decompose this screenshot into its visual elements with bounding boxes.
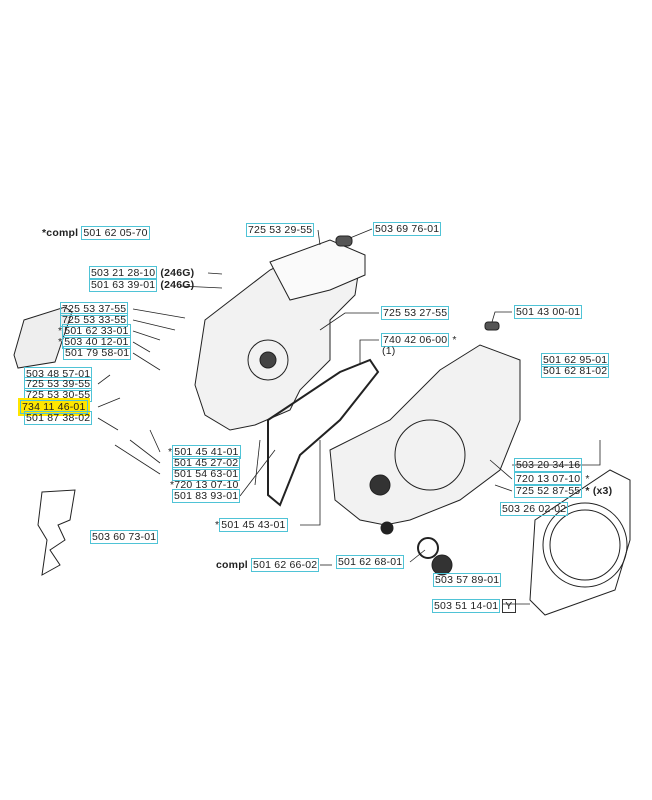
part-number[interactable]: 725 53 39-55 bbox=[24, 377, 93, 391]
part-label[interactable]: compl 501 62 66-02 bbox=[216, 558, 320, 572]
label-suffix: * bbox=[582, 473, 590, 485]
part-number[interactable]: 503 21 28-10 bbox=[89, 266, 158, 280]
part-label[interactable]: 503 48 57-01 bbox=[24, 367, 93, 381]
label-suffix: *720 13 07-10 bbox=[170, 479, 239, 491]
part-number[interactable]: 725 53 30-55 bbox=[24, 388, 93, 402]
part-number[interactable]: 501 62 95-01 bbox=[541, 353, 610, 367]
part-number[interactable]: 501 62 05-70 bbox=[81, 226, 150, 240]
label-prefix: * bbox=[58, 336, 63, 348]
part-number[interactable]: 501 45 43-01 bbox=[219, 518, 288, 532]
part-label[interactable]: *503 40 12-01 bbox=[58, 335, 131, 349]
part-label[interactable]: 720 13 07-10 * bbox=[514, 472, 590, 486]
part-label[interactable]: 501 83 93-01 bbox=[172, 489, 241, 503]
part-label[interactable]: *501 45 41-01 bbox=[168, 445, 241, 459]
part-label[interactable]: 501 62 95-01 bbox=[541, 353, 610, 367]
part-label[interactable]: 503 26 02-02 bbox=[500, 502, 569, 516]
part-number[interactable]: 501 62 33-01 bbox=[62, 324, 131, 338]
part-label[interactable]: 725 53 39-55 bbox=[24, 377, 93, 391]
part-number[interactable]: 725 53 27-55 bbox=[381, 306, 450, 320]
crankcase-right bbox=[329, 321, 521, 535]
part-number[interactable]: 501 63 39-01 bbox=[89, 278, 158, 292]
part-label[interactable]: *720 13 07-10 bbox=[170, 480, 239, 491]
part-number[interactable]: 503 60 73-01 bbox=[90, 530, 159, 544]
part-number[interactable]: 501 79 58-01 bbox=[63, 346, 132, 360]
part-label[interactable]: 501 54 63-01 bbox=[172, 467, 241, 481]
highlighted-part-number[interactable]: 734 11 46-01 bbox=[18, 398, 90, 416]
part-number[interactable]: 503 69 76-01 bbox=[373, 222, 442, 236]
part-label[interactable]: 725 53 27-55 bbox=[381, 306, 450, 320]
part-number[interactable]: 503 40 12-01 bbox=[62, 335, 131, 349]
part-number[interactable]: 725 53 37-55 bbox=[60, 302, 129, 316]
chain-guard-plate bbox=[13, 306, 73, 369]
label-suffix: * bbox=[449, 334, 457, 346]
part-number[interactable]: 501 45 41-01 bbox=[172, 445, 241, 459]
part-label[interactable]: 503 20 34-16 bbox=[514, 458, 583, 472]
label-prefix: * bbox=[58, 325, 63, 337]
part-label[interactable]: 503 60 73-01 bbox=[90, 530, 159, 544]
label-suffix: (246G) bbox=[157, 267, 195, 279]
part-number[interactable]: 725 53 33-55 bbox=[60, 313, 129, 327]
part-label[interactable]: 501 45 27-02 bbox=[172, 456, 241, 470]
label-prefix: compl bbox=[216, 559, 252, 571]
part-label[interactable]: 725 52 87-55 * (x3) bbox=[514, 484, 613, 498]
part-label[interactable]: 501 79 58-01 bbox=[63, 346, 132, 360]
part-label[interactable]: 503 69 76-01 bbox=[373, 222, 442, 236]
part-label[interactable]: 734 11 46-01 bbox=[18, 398, 90, 416]
part-number[interactable]: 503 26 02-02 bbox=[500, 502, 569, 516]
part-number[interactable]: 501 43 00-01 bbox=[514, 305, 583, 319]
part-number[interactable]: 503 48 57-01 bbox=[24, 367, 93, 381]
part-label[interactable]: 501 87 38-02 bbox=[24, 411, 93, 425]
label-suffix: * (x3) bbox=[582, 485, 613, 497]
part-number[interactable]: 720 13 07-10 bbox=[514, 472, 583, 486]
variant-tag: Y bbox=[502, 599, 516, 613]
part-number[interactable]: 501 54 63-01 bbox=[172, 467, 241, 481]
part-number[interactable]: 503 57 89-01 bbox=[433, 573, 502, 587]
bumper-spike bbox=[37, 489, 76, 576]
label-suffix: (1) bbox=[382, 345, 396, 357]
label-prefix: * bbox=[168, 446, 173, 458]
part-label[interactable]: 501 62 68-01 bbox=[336, 555, 405, 569]
part-label[interactable]: *501 62 33-01 bbox=[58, 324, 131, 338]
part-label[interactable]: (1) bbox=[382, 346, 395, 357]
part-number[interactable]: 503 20 34-16 bbox=[514, 458, 583, 472]
part-label[interactable]: 725 53 30-55 bbox=[24, 388, 93, 402]
part-number[interactable]: 501 62 68-01 bbox=[336, 555, 405, 569]
part-number[interactable]: 725 52 87-55 bbox=[514, 484, 583, 498]
part-label[interactable]: 725 53 33-55 bbox=[60, 313, 129, 327]
part-label[interactable]: 501 43 00-01 bbox=[514, 305, 583, 319]
part-label[interactable]: 501 62 81-02 bbox=[541, 364, 610, 378]
crankcase-left bbox=[194, 239, 366, 431]
gasket bbox=[267, 358, 380, 507]
part-number[interactable]: 501 62 81-02 bbox=[541, 364, 610, 378]
part-number[interactable]: 501 83 93-01 bbox=[172, 489, 241, 503]
part-label[interactable]: 725 53 29-55 bbox=[246, 223, 315, 237]
part-number[interactable]: 501 87 38-02 bbox=[24, 411, 93, 425]
part-label[interactable]: 503 21 28-10 (246G) bbox=[89, 266, 195, 280]
part-number[interactable]: 740 42 06-00 bbox=[381, 333, 450, 347]
part-label[interactable]: 503 57 89-01 bbox=[433, 573, 502, 587]
part-label[interactable]: *501 45 43-01 bbox=[215, 518, 288, 532]
part-number[interactable]: 725 53 29-55 bbox=[246, 223, 315, 237]
part-number[interactable]: 501 45 27-02 bbox=[172, 456, 241, 470]
part-number[interactable]: 501 62 66-02 bbox=[251, 558, 320, 572]
part-number[interactable]: 503 51 14-01 bbox=[432, 599, 501, 613]
label-suffix: (246G) bbox=[157, 279, 195, 291]
part-label[interactable]: *compl 501 62 05-70 bbox=[42, 226, 150, 240]
part-label[interactable]: 501 63 39-01 (246G) bbox=[89, 278, 195, 292]
rubber-buffers bbox=[335, 235, 453, 576]
leader-lines bbox=[97, 228, 601, 605]
label-prefix: *compl bbox=[42, 227, 82, 239]
label-prefix: * bbox=[215, 519, 220, 531]
part-label[interactable]: 725 53 37-55 bbox=[60, 302, 129, 316]
flywheel-cover bbox=[529, 469, 631, 616]
part-label[interactable]: 740 42 06-00 * bbox=[381, 333, 457, 347]
